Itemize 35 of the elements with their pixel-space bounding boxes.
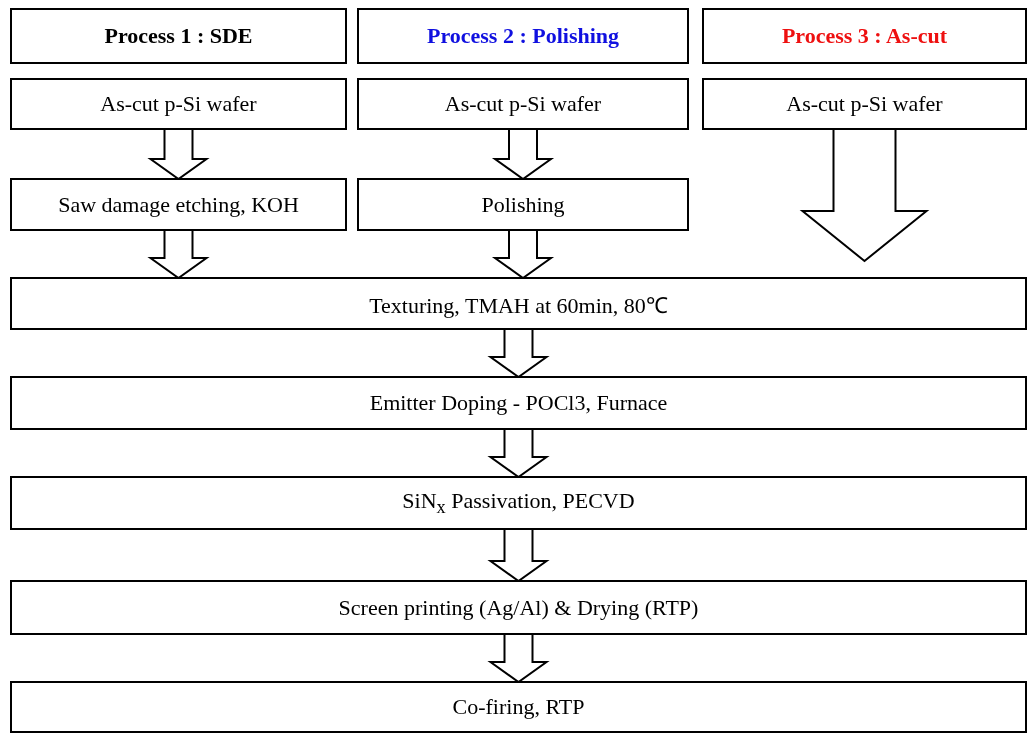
block-arrow [147, 229, 210, 280]
process-title: Process 3 : As-cut [781, 23, 948, 49]
process-step-box [10, 277, 1027, 330]
step-label: As-cut p-Si wafer [444, 91, 602, 117]
step-label: SiN$_{x}$ Passivation, PECVD [402, 487, 635, 519]
block-arrow [487, 528, 550, 583]
step-label: Screen printing (Ag/Al) & Drying (RTP) [338, 594, 699, 621]
process-step-box [10, 681, 1027, 733]
process-header-box [357, 8, 689, 64]
process-step-box [10, 476, 1027, 530]
process-step-box [357, 178, 689, 231]
step-label: Polishing [481, 191, 565, 218]
step-label: As-cut p-Si wafer [786, 91, 943, 117]
block-arrow [487, 328, 550, 379]
process-step-box [10, 376, 1027, 430]
block-arrow [491, 229, 555, 280]
process-title: Process 2 : Polishing [426, 23, 620, 49]
step-label: Texturing, TMAH at 60min, 80℃ [369, 291, 668, 319]
process-title: Process 1 : SDE [104, 23, 253, 49]
step-label: Emitter Doping - POCl3, Furnace [369, 390, 668, 416]
process-step-box [702, 78, 1027, 130]
block-arrow [487, 633, 550, 684]
block-arrow [487, 428, 550, 479]
block-arrow [799, 128, 930, 263]
process-step-box [10, 580, 1027, 635]
process-step-box [10, 78, 347, 130]
process-header-box [702, 8, 1027, 64]
process-header-box [10, 8, 347, 64]
block-arrow [147, 128, 210, 181]
process-step-box [357, 78, 689, 130]
block-arrow [491, 128, 555, 181]
step-label: Co-firing, RTP [452, 694, 585, 720]
process-step-box [10, 178, 347, 231]
step-label: Saw damage etching, KOH [58, 191, 299, 218]
step-label: As-cut p-Si wafer [100, 91, 257, 117]
